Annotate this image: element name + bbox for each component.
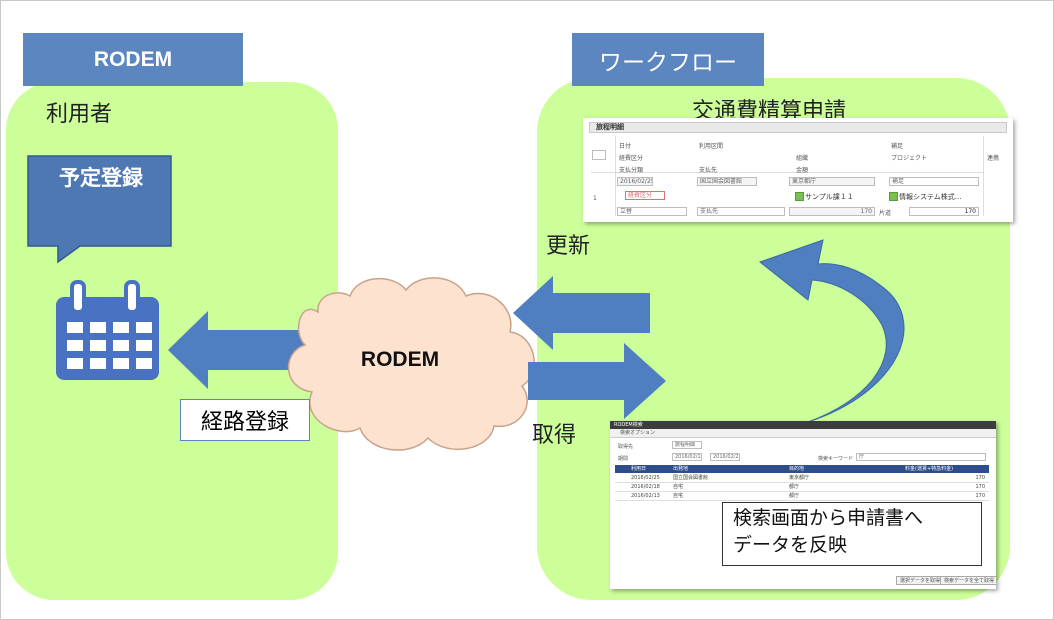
search-options-bar[interactable]: 検索オプション: [610, 429, 996, 438]
user-label: 利用者: [46, 102, 113, 127]
grid-line: [983, 136, 984, 216]
project-checkbox[interactable]: [889, 192, 898, 201]
travel-detail-form-screenshot: 旅程明細 日付 利用区間 補足 経費区分 組織 プロジェクト 連携 支払分類 支…: [583, 118, 1013, 222]
arrow-left-icon: [513, 276, 650, 350]
workflow-header: ワークフロー: [572, 33, 764, 86]
pay-type-select[interactable]: 立替: [617, 207, 687, 216]
col-project: プロジェクト: [891, 155, 928, 162]
org-value: サンプル課１１: [805, 193, 854, 201]
get-label: 取得: [532, 423, 577, 448]
row-fare: 170: [975, 484, 985, 490]
amount-field[interactable]: 170: [909, 207, 979, 216]
col-org: 組織: [796, 155, 809, 162]
payee-field[interactable]: 支払先: [697, 207, 785, 216]
period-label: 期間: [618, 456, 629, 462]
col-pay-type: 支払分類: [619, 167, 644, 174]
head-fare: 料金(運賃+特急料金): [905, 466, 954, 472]
col-date: 日付: [619, 143, 632, 150]
row-fare: 170: [975, 475, 985, 481]
arrow-left-icon: [168, 311, 305, 389]
schedule-callout-shape: [27, 155, 172, 264]
source-label: 取得先: [618, 444, 634, 450]
cloud-rodem-label: RODEM: [360, 348, 440, 371]
trip-type: 片道: [879, 210, 892, 217]
get-selected-button[interactable]: 選択データを取得: [896, 576, 945, 585]
curved-arrow-icon: [758, 239, 905, 423]
col-payee: 支払先: [699, 167, 718, 174]
expense-field[interactable]: 経費区分: [625, 191, 665, 200]
table-row[interactable]: 2016/02/25 国立国会図書館 東京都庁 170: [615, 474, 989, 483]
table-row[interactable]: 2016/02/13 自宅 都庁 170: [615, 492, 989, 501]
rodem-header: RODEM: [23, 33, 243, 86]
col-note: 補足: [891, 143, 904, 150]
row-from: 自宅: [673, 484, 684, 490]
get-all-button[interactable]: 検索データを全て取得: [940, 576, 996, 585]
table-row[interactable]: 2016/02/18 自宅 都庁 170: [615, 483, 989, 492]
row-number: 1: [593, 195, 597, 202]
head-to: 目的地: [789, 466, 805, 472]
result-table-header: 利用日 出発地 目的地 料金(運賃+特急料金): [615, 465, 989, 473]
source-select[interactable]: 旅程明細: [672, 441, 702, 449]
row-to: 都庁: [789, 484, 800, 490]
reflect-data-note: 検索画面から申請書へ データを反映: [722, 502, 982, 566]
from-field[interactable]: 国立国会図書館: [697, 177, 757, 186]
schedule-register-label: 予定登録: [59, 166, 143, 190]
date-from-field[interactable]: 2016/02/13: [672, 453, 702, 461]
section-header: 旅程明細: [589, 122, 1007, 133]
route-register-label: 経路登録: [180, 399, 310, 441]
row-from: 国立国会図書館: [673, 475, 709, 481]
keyword-label: 検索キーワード: [818, 456, 854, 462]
head-date: 利用日: [631, 466, 647, 472]
calendar-icon: [56, 280, 159, 380]
row-date: 2016/02/13: [631, 493, 660, 499]
row-date: 2016/02/25: [631, 475, 660, 481]
row-date: 2016/02/18: [631, 484, 660, 490]
col-route: 利用区間: [699, 143, 724, 150]
row-select-checkbox[interactable]: [592, 150, 606, 160]
note-field[interactable]: 補足: [889, 177, 979, 186]
grid-line: [591, 172, 983, 173]
cloud-shape: [287, 277, 535, 451]
row-fare: 170: [975, 493, 985, 499]
grid-line: [615, 136, 616, 216]
project-value: 情報システム株式...: [899, 193, 962, 201]
date-field[interactable]: 2016/02/25: [617, 177, 653, 186]
head-from: 出発地: [673, 466, 689, 472]
col-link: 連携: [987, 155, 1000, 162]
col-amount: 金額: [796, 167, 809, 174]
row-to: 都庁: [789, 493, 800, 499]
org-checkbox[interactable]: [795, 192, 804, 201]
col-expense: 経費区分: [619, 155, 644, 162]
row-from: 自宅: [673, 493, 684, 499]
search-window-title: RODEM検索: [610, 421, 996, 429]
to-field[interactable]: 東京都庁: [789, 177, 875, 186]
keyword-field[interactable]: 庁: [856, 453, 986, 461]
date-to-field[interactable]: 2016/02/25: [710, 453, 740, 461]
fare-field[interactable]: 170: [789, 207, 875, 216]
row-to: 東京都庁: [789, 475, 810, 481]
update-label: 更新: [546, 234, 591, 259]
arrow-right-icon: [528, 343, 666, 419]
